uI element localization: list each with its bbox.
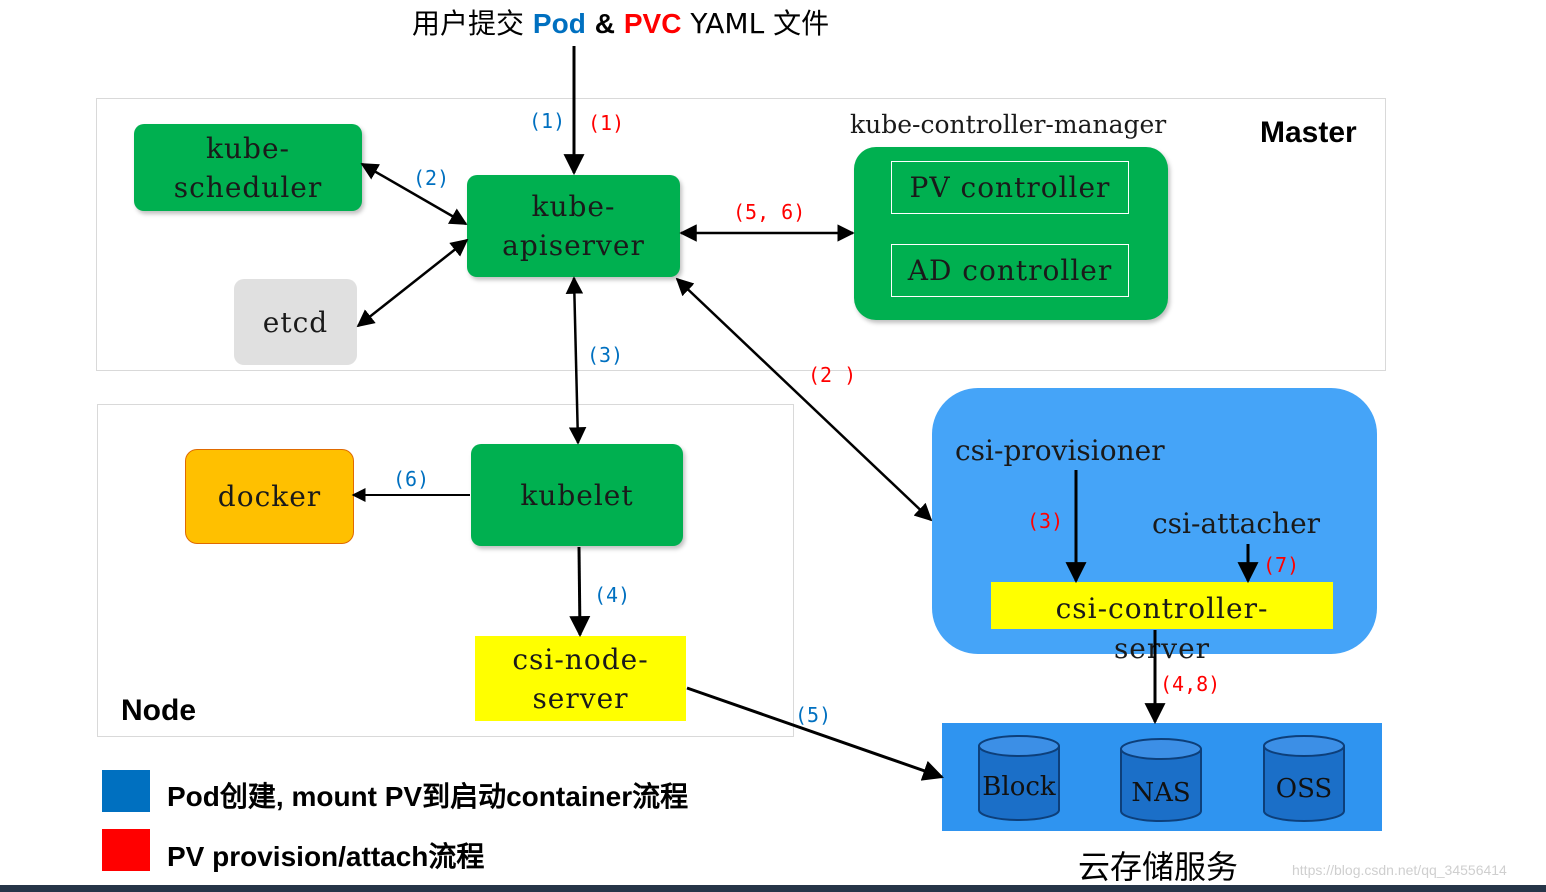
step-label-blue-1: (1)	[529, 109, 566, 133]
csi-attacher-label: csi-attacher	[1152, 507, 1321, 540]
step-label-red-2: (2 )	[808, 363, 857, 387]
ad-controller-box: AD controller	[891, 244, 1129, 297]
title-prefix: 用户提交	[412, 7, 525, 40]
arrow-apiserver-csi-controller	[675, 277, 933, 522]
title-amp: &	[594, 8, 615, 39]
kube-apiserver-box: kube- apiserver	[467, 175, 680, 277]
step-label-blue-2: (2)	[413, 166, 450, 190]
node-label: Node	[121, 694, 196, 727]
csi-provisioner-label: csi-provisioner	[955, 434, 1165, 467]
arrow-apiserver-kubelet	[565, 276, 587, 445]
kubelet-box: kubelet	[471, 444, 683, 546]
nas-cylinder	[1120, 738, 1202, 822]
step-label-red-7: (7)	[1263, 553, 1300, 577]
csi-controller-server-box	[991, 582, 1333, 629]
docker-box: docker	[185, 449, 354, 544]
arrow-scheduler-apiserver	[360, 162, 468, 226]
step-label-red-3: (3)	[1027, 509, 1064, 533]
step-label-red-4-8: (4,8)	[1160, 672, 1221, 696]
step-label-blue-4: (4)	[594, 583, 631, 607]
step-label-blue-6: (6)	[393, 467, 430, 491]
master-label: Master	[1260, 116, 1357, 149]
arrow-etcd-apiserver	[356, 238, 469, 328]
storage-nas-label: NAS	[1131, 778, 1191, 808]
block-cylinder	[978, 735, 1060, 821]
pv-controller-box: PV controller	[891, 161, 1129, 214]
kube-scheduler-box: kube- scheduler	[134, 124, 362, 211]
legend-red-text: PV provision/attach流程	[167, 841, 485, 872]
step-label-blue-5: (5)	[795, 703, 832, 727]
legend-blue-swatch	[102, 770, 150, 812]
legend-blue-text: Pod创建, mount PV到启动container流程	[167, 781, 689, 812]
step-label-blue-3: (3)	[587, 343, 624, 367]
watermark: https://blog.csdn.net/qq_34556414	[1292, 862, 1507, 878]
step-label-red-1: (1)	[588, 111, 625, 135]
etcd-box: etcd	[234, 279, 357, 365]
step-label-red-5-6: (5, 6)	[733, 200, 806, 224]
csi-node-server-box: csi-node- server	[475, 636, 686, 721]
controller-manager-label: kube-controller-manager	[850, 110, 1167, 139]
diagram-title: 用户提交 Pod & PVC YAML 文件	[412, 2, 829, 42]
title-pod: Pod	[532, 8, 586, 39]
cloud-storage-caption: 云存储服务	[1078, 848, 1239, 886]
bottom-rule	[0, 885, 1546, 892]
legend-red-swatch	[102, 829, 150, 871]
title-suffix: YAML 文件	[690, 7, 830, 40]
csi-controller-server-label: csi-controller- server	[1055, 592, 1269, 665]
arrow-kubelet-to-csi-node	[569, 546, 591, 638]
storage-block-label: Block	[982, 772, 1056, 802]
arrow-csi-node-to-storage	[686, 686, 944, 781]
title-pvc: PVC	[623, 8, 682, 39]
storage-oss-label: OSS	[1275, 774, 1333, 804]
oss-cylinder	[1263, 735, 1345, 822]
